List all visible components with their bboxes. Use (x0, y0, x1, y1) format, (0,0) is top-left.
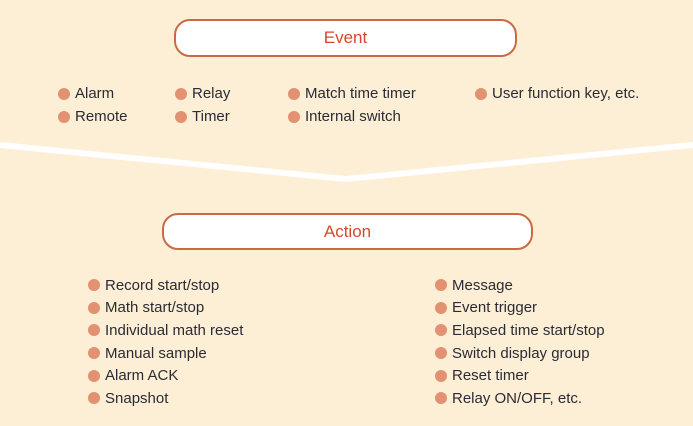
list-item: Alarm (58, 82, 128, 105)
bullet-icon (88, 301, 100, 314)
list-item: Event trigger (435, 297, 605, 320)
bullet-icon (88, 392, 100, 405)
bullet-icon (435, 392, 447, 405)
list-item-label: Math start/stop (105, 299, 205, 317)
bullet-icon (175, 110, 187, 123)
list-item-label: Relay (192, 85, 231, 102)
bullet-icon (288, 110, 300, 123)
list-item-label: Switch display group (452, 344, 590, 362)
list-item: Timer (175, 105, 230, 128)
bullet-icon (88, 347, 100, 360)
list-item: Record start/stop (88, 274, 243, 297)
list-item-label: Timer (192, 108, 230, 125)
bullet-icon (88, 279, 100, 292)
list-item: Individual math reset (88, 319, 243, 342)
list-item-label: Alarm ACK (105, 367, 179, 385)
list-item-label: Manual sample (105, 344, 207, 362)
list-item-label: Reset timer (452, 367, 529, 385)
action-title-box: Action (162, 213, 533, 250)
list-item: Relay (175, 82, 230, 105)
list-item-label: Snapshot (105, 389, 169, 407)
action-title: Action (323, 221, 372, 241)
action-list-column-2: Message Event trigger Elapsed time start… (435, 274, 605, 410)
list-item-label: Remote (75, 108, 128, 125)
list-item: Message (435, 274, 605, 297)
action-list-column-1: Record start/stop Math start/stop Indivi… (88, 274, 243, 410)
list-item: Manual sample (88, 342, 243, 365)
bullet-icon (435, 279, 447, 292)
bullet-icon (435, 324, 447, 337)
list-item-label: Message (452, 276, 513, 294)
bullet-icon (435, 369, 447, 382)
list-item: User function key, etc. (475, 82, 639, 105)
list-item-label: User function key, etc. (492, 85, 640, 102)
event-title-box: Event (174, 19, 517, 57)
event-title: Event (323, 28, 368, 47)
list-item: Internal switch (288, 105, 416, 128)
bullet-icon (475, 87, 487, 100)
list-item: Remote (58, 105, 128, 128)
list-item-label: Alarm (75, 85, 115, 102)
list-item-label: Record start/stop (105, 276, 220, 294)
event-list-column-3: Match time timer Internal switch (288, 82, 416, 128)
bullet-icon (175, 87, 187, 100)
list-item-label: Event trigger (452, 299, 538, 317)
bullet-icon (88, 324, 100, 337)
list-item: Alarm ACK (88, 364, 243, 387)
bullet-icon (435, 347, 447, 360)
bullet-icon (88, 369, 100, 382)
bullet-icon (58, 110, 70, 123)
list-item-label: Match time timer (305, 85, 416, 102)
list-item: Reset timer (435, 364, 605, 387)
list-item: Match time timer (288, 82, 416, 105)
event-list-column-4: User function key, etc. (475, 82, 639, 105)
list-item: Snapshot (88, 387, 243, 410)
event-list-column-1: Alarm Remote (58, 82, 128, 128)
bullet-icon (435, 301, 447, 314)
event-list-column-2: Relay Timer (175, 82, 230, 128)
list-item: Switch display group (435, 342, 605, 365)
list-item-label: Individual math reset (105, 321, 244, 339)
bullet-icon (288, 87, 300, 100)
bullet-icon (58, 87, 70, 100)
list-item-label: Relay ON/OFF, etc. (452, 389, 583, 407)
list-item-label: Internal switch (305, 108, 401, 125)
list-item: Math start/stop (88, 297, 243, 320)
list-item: Elapsed time start/stop (435, 319, 605, 342)
list-item: Relay ON/OFF, etc. (435, 387, 605, 410)
list-item-label: Elapsed time start/stop (452, 321, 605, 339)
